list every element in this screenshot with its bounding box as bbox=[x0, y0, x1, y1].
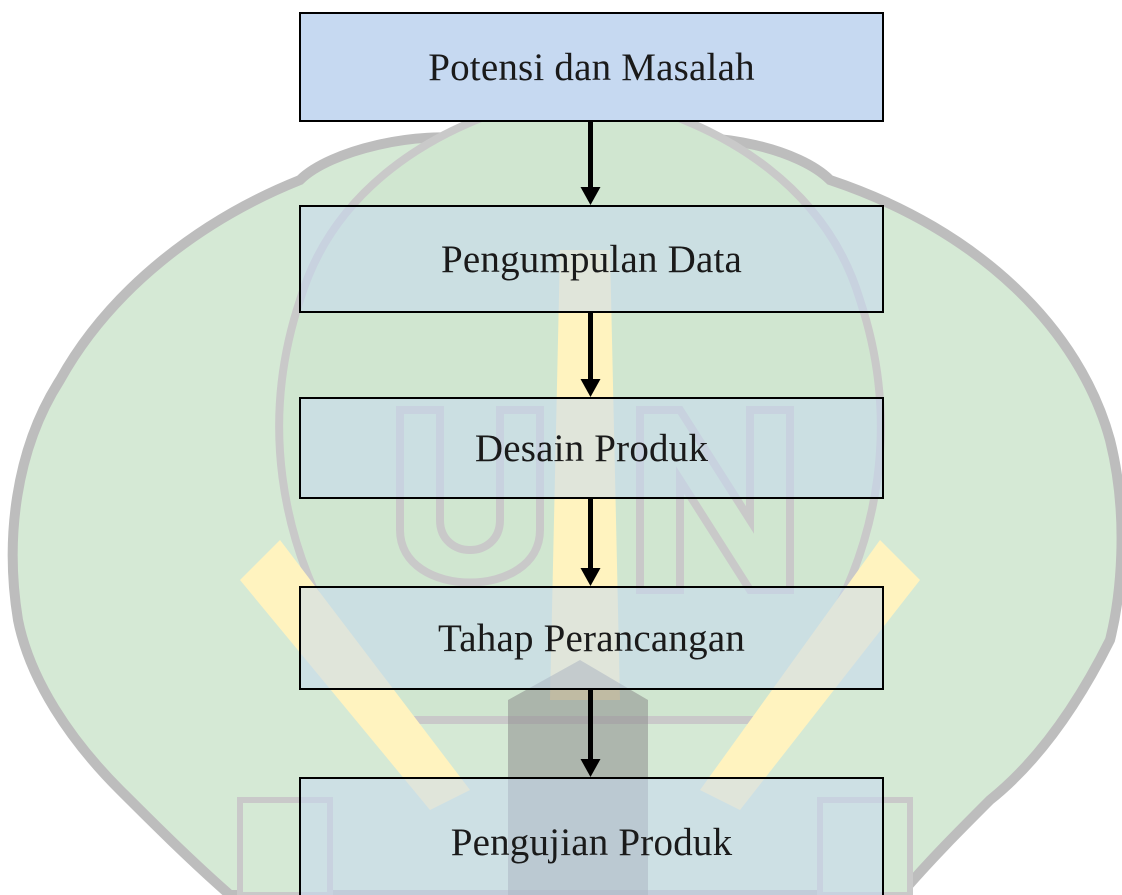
connector-arrowhead bbox=[580, 187, 601, 205]
connector-arrow-1 bbox=[580, 122, 601, 205]
connector-arrowhead bbox=[580, 568, 601, 586]
step-box-tahap-perancangan: Tahap Perancangan bbox=[299, 586, 884, 690]
step-box-pengumpulan-data: Pengumpulan Data bbox=[299, 205, 884, 313]
connector-arrow-2 bbox=[580, 313, 601, 397]
step-label: Pengujian Produk bbox=[450, 820, 733, 864]
connector-arrow-3 bbox=[580, 499, 601, 586]
step-label: Tahap Perancangan bbox=[437, 616, 746, 660]
step-label: Pengumpulan Data bbox=[440, 237, 743, 281]
step-box-pengujian-produk: Pengujian Produk bbox=[299, 777, 884, 895]
step-label: Potensi dan Masalah bbox=[428, 45, 755, 89]
watermark-letter-u bbox=[396, 406, 544, 587]
connector-arrowhead bbox=[580, 759, 601, 777]
step-box-potensi-dan-masalah: Potensi dan Masalah bbox=[299, 12, 884, 122]
connector-arrow-4 bbox=[580, 690, 601, 777]
step-box-desain-produk: Desain Produk bbox=[299, 397, 884, 499]
step-label: Desain Produk bbox=[474, 426, 709, 470]
connector-arrowhead bbox=[580, 379, 601, 397]
